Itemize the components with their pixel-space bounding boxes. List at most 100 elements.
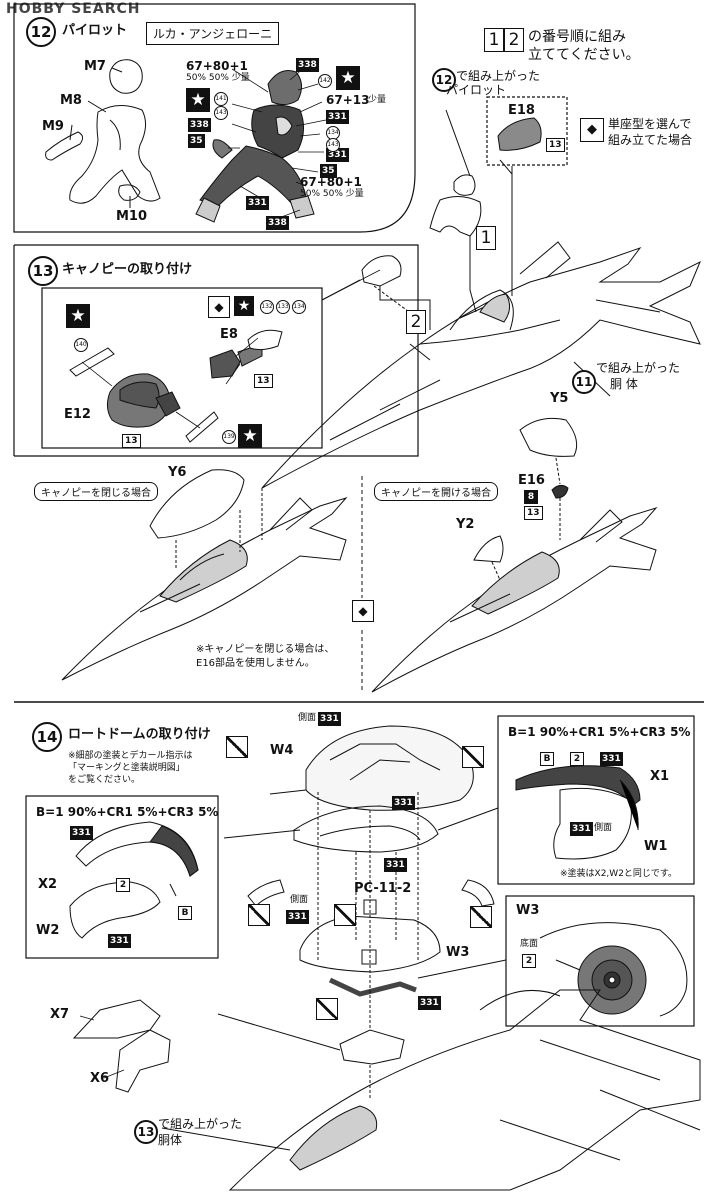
canopy-subbox [41, 287, 323, 449]
lower-code-331: 331 [418, 996, 441, 1010]
star-mark-left: ★ [186, 88, 210, 112]
right-note: ※塗装はX2,W2と同じです。 [560, 869, 678, 879]
no-glue-mark-2 [462, 746, 484, 768]
e18-box [486, 96, 568, 166]
e12-code: 13 [122, 434, 141, 448]
e18-code: 13 [546, 138, 565, 152]
paint-top-formula: 67+80+1 [186, 59, 248, 73]
pilot-name-label: ルカ・アンジェローニ [146, 22, 280, 45]
step14-note-1: ※細部の塗装とデカール指示は [68, 751, 193, 761]
left-code-331-a: 331 [70, 826, 93, 840]
part-x2-label: X2 [38, 877, 58, 892]
single-seat-mark-3: ◆ [352, 600, 374, 622]
step14-body-label: 胴体 [158, 1133, 183, 1147]
code-35-b: 35 [320, 164, 337, 178]
step12-title: パイロット [62, 23, 128, 38]
step14-title: ロートドームの取り付け [68, 727, 211, 742]
decal-134-b: 134 [292, 300, 306, 314]
single-seat-mark: ◆ [580, 118, 604, 142]
part-m7-label: M7 [84, 59, 106, 74]
formula-right: B=1 90%+CR1 5%+CR3 5% [508, 725, 691, 739]
canopy-open-label: キャノピーを開ける場合 [374, 482, 498, 501]
bottom-code-2: 2 [522, 954, 536, 968]
part-x7-label: X7 [50, 1007, 70, 1022]
body-ref-number: 11 [572, 370, 596, 394]
code-338-a: 338 [296, 58, 319, 72]
part-e8-label: E8 [220, 327, 238, 342]
paint-top-pct: 50% 50% 少量 [186, 73, 250, 83]
order-step-2-box: 2 [504, 28, 524, 52]
part-x1-label: X1 [650, 769, 670, 784]
step13-number: 13 [28, 256, 58, 286]
part-pc-label: PC-11-2 [354, 881, 412, 896]
star-mark-canopy: ★ [66, 304, 90, 328]
pilot-label-text: パイロット [446, 83, 507, 97]
part-y2-label: Y2 [456, 517, 475, 532]
no-glue-mark-4 [334, 904, 356, 926]
note-canopy-1: ※キャノピーを閉じる場合は、 [196, 644, 335, 655]
pilot-ref-number: 12 [432, 68, 456, 92]
center-side-label: 側面 [290, 895, 309, 905]
step14-body-done: で組み上がった [158, 1117, 243, 1131]
star-mark-top: ★ [336, 66, 360, 90]
part-w2-label: W2 [36, 923, 60, 938]
order-text-2: 立ててください。 [528, 47, 640, 63]
right-code-b: B [540, 752, 554, 766]
paint-bot-formula: 67+80+1 [300, 175, 362, 189]
step14-body-ref: 13 [134, 1120, 158, 1144]
step13-sub-1: 1 [476, 226, 496, 250]
single-seat-mark-2: ◆ [208, 296, 230, 318]
right-side-label: 側面 [594, 823, 613, 833]
part-e18-label: E18 [508, 103, 535, 118]
e16-code-8: 8 [524, 490, 538, 504]
decal-134: 134 [326, 126, 340, 140]
part-x6-label: X6 [90, 1071, 110, 1086]
single-seat-text-2: 組み立てた場合 [608, 133, 693, 147]
star-mark-canopy-2: ★ [234, 296, 254, 316]
decal-139: 139 [222, 430, 236, 444]
paint-mid-formula: 67+13 [326, 93, 370, 107]
side-code-top: 331 [318, 712, 341, 726]
body-label-text: 胴 体 [610, 377, 638, 391]
code-331-c: 331 [246, 196, 269, 210]
center-code-1: 331 [392, 796, 415, 810]
watermark-text: HOBBY SEARCH [6, 1, 141, 17]
right-code-331-b: 331 [570, 822, 593, 836]
no-glue-mark-3 [248, 904, 270, 926]
decal-132: 132 [260, 300, 274, 314]
step13-title: キャノピーの取り付け [62, 262, 193, 277]
step12-frame [13, 3, 416, 233]
part-w4-label: W4 [270, 743, 294, 758]
side-label-top: 側面 [298, 713, 317, 723]
pilot-done-text: で組み上がった [456, 69, 541, 83]
center-code-3: 331 [286, 910, 309, 924]
step12-number: 12 [26, 17, 56, 47]
e16-code-13: 13 [524, 506, 543, 520]
w3-detail-box [505, 895, 695, 1027]
decal-142: 142 [318, 74, 332, 88]
order-step-1-box: 1 [484, 28, 504, 52]
code-338-c: 338 [266, 216, 289, 230]
e8-code: 13 [254, 374, 273, 388]
step14-number: 14 [32, 722, 62, 752]
part-y5-label: Y5 [550, 391, 569, 406]
left-code-2: 2 [116, 878, 130, 892]
w3-box-label: W3 [516, 903, 540, 918]
order-text-1: の番号順に組み [528, 29, 626, 45]
part-m10-label: M10 [116, 209, 148, 224]
paint-bot-pct: 50% 50% 少量 [300, 189, 364, 199]
decal-140: 140 [74, 338, 88, 352]
bottom-label: 底面 [520, 939, 539, 949]
no-glue-mark-5 [470, 906, 492, 928]
code-331-a: 331 [326, 110, 349, 124]
decal-133: 133 [276, 300, 290, 314]
part-y6-label: Y6 [168, 465, 187, 480]
right-code-331-a: 331 [600, 752, 623, 766]
step14-note-3: をご覧ください。 [68, 775, 141, 785]
step13-sub-2: 2 [406, 310, 426, 334]
body-done-text: で組み上がった [596, 361, 681, 375]
canopy-closed-label: キャノピーを閉じる場合 [34, 482, 158, 501]
code-338-b: 338 [188, 118, 211, 132]
decal-141: 141 [214, 92, 228, 106]
